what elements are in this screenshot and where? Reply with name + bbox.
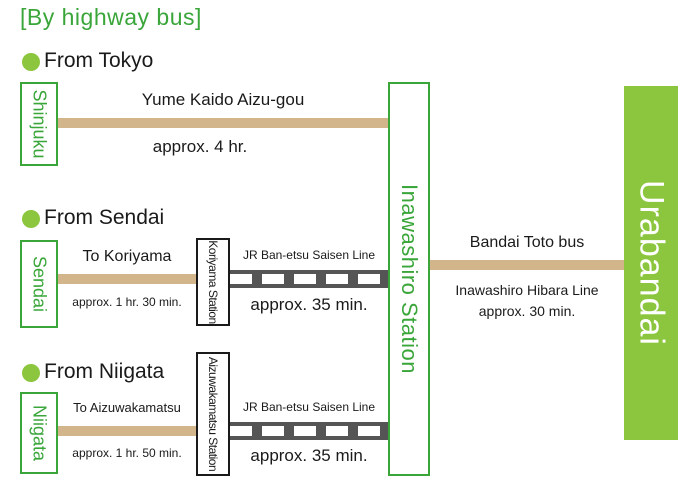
transfer-station-aizuwakamatsu: Aizuwakamatsu Station [196,352,230,476]
route-name-tokyo: Yume Kaido Aizu-gou [141,90,305,109]
bus-route-final [430,260,624,270]
bullet-icon [22,210,40,228]
transfer-station-label-aizuwakamatsu: Aizuwakamatsu Station [206,356,220,472]
destination-label: Urabandai [632,180,671,346]
section-title-sendai: From Sendai [44,206,165,229]
final-operator: Bandai Toto bus [469,234,585,251]
bullet-icon [22,364,40,382]
rail-line-niigata: JR Ban-etsu Saisen Line [242,400,376,414]
rail-track-sendai [230,270,388,288]
page-heading: [By highway bus] [20,4,202,30]
origin-box-shinjuku: Shinjuku [20,82,58,166]
origin-box-sendai: Sendai [20,240,58,328]
route-time-niigata: approx. 1 hr. 50 min. [72,446,182,460]
route-name-sendai: To Koriyama [82,248,172,265]
final-time: approx. 30 min. [478,303,576,319]
rail-line-sendai: JR Ban-etsu Saisen Line [242,248,376,262]
bus-route-niigata [58,426,196,436]
bus-route-tokyo [58,118,388,128]
route-name-niigata: To Aizuwakamatsu [73,400,181,415]
rail-time-sendai: approx. 35 min. [250,295,368,314]
origin-label-sendai: Sendai [29,255,50,313]
origin-label-niigata: Niigata [29,404,50,462]
route-time-sendai: approx. 1 hr. 30 min. [72,295,182,309]
section-title-niigata: From Niigata [44,360,165,383]
rail-track-niigata [230,422,388,440]
origin-box-niigata: Niigata [20,392,58,474]
section-title-tokyo: From Tokyo [44,49,154,72]
route-time-tokyo: approx. 4 hr. [152,137,248,156]
destination-urabandai: Urabandai [624,86,678,440]
origin-label-shinjuku: Shinjuku [29,89,50,159]
bullet-icon [22,53,40,71]
hub-station-label: Inawashiro Station [397,184,422,374]
transfer-station-koriyama: Koriyama Station [196,238,230,326]
transfer-station-label-koriyama: Koriyama Station [206,240,220,324]
bus-route-sendai [58,274,196,284]
rail-time-niigata: approx. 35 min. [250,446,368,465]
hub-station-inawashiro: Inawashiro Station [388,82,430,476]
final-line: Inawashiro Hibara Line [455,282,599,298]
